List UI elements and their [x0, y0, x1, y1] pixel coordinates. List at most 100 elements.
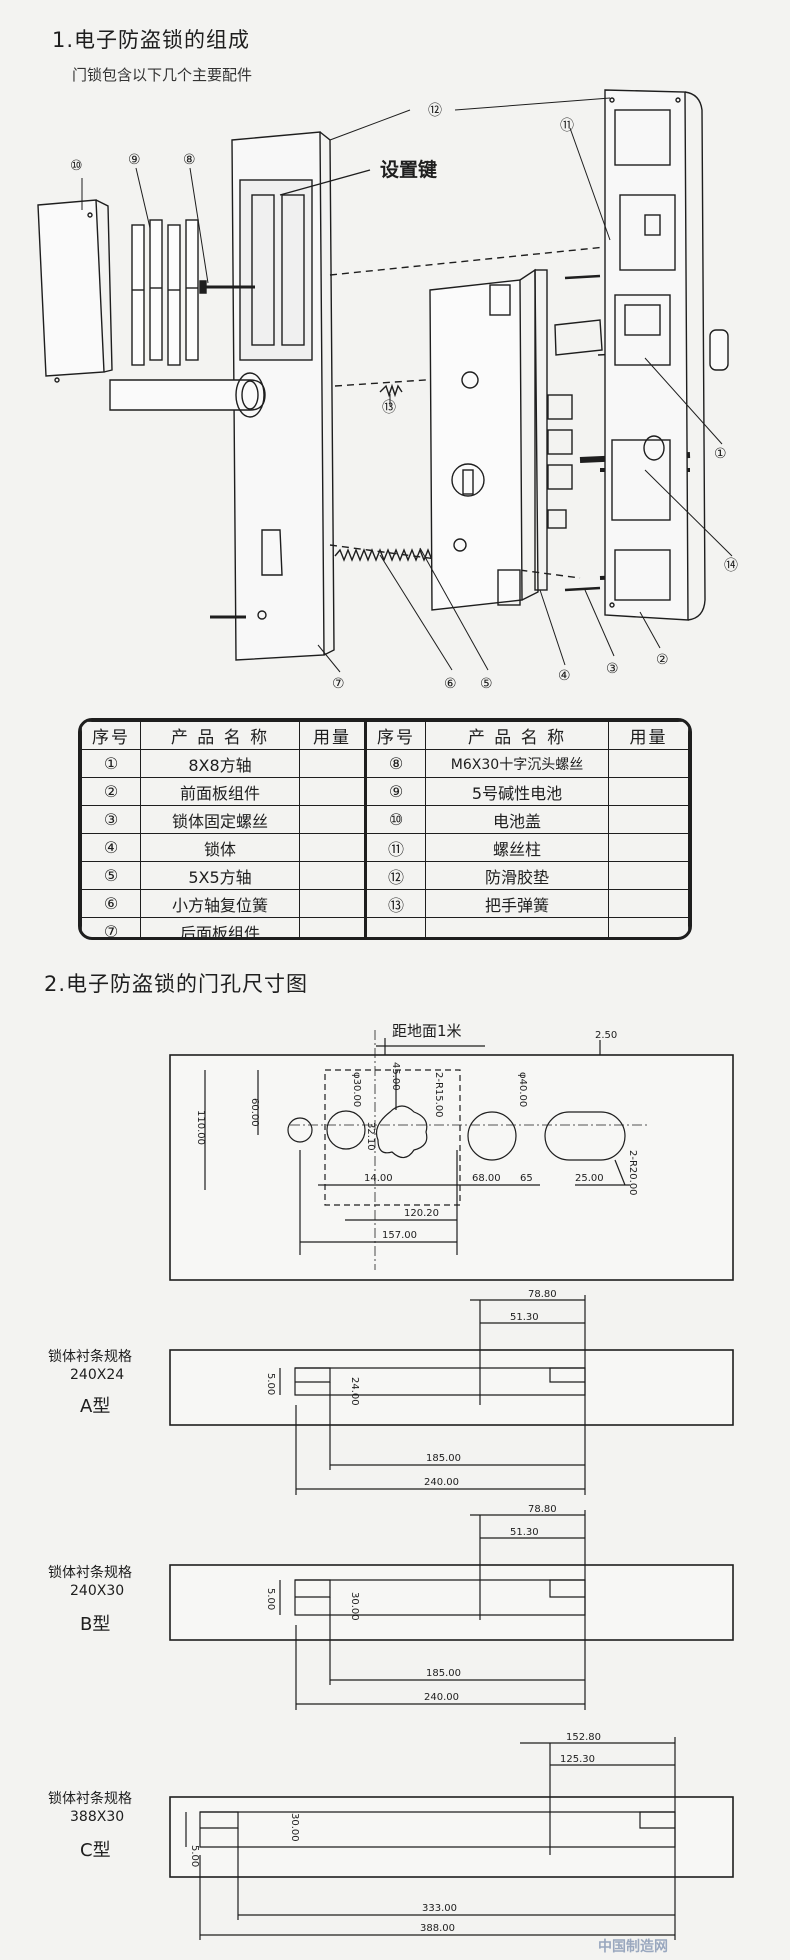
strip-b-dim-small: 5.00	[265, 1588, 276, 1610]
table-row: ② 前面板组件 ⑨ 5号碱性电池	[81, 777, 689, 806]
col-header-name: 产 品 名 称	[140, 721, 300, 750]
strip-b-dim-inner: 185.00	[426, 1668, 461, 1679]
dim-60: 60.00	[249, 1098, 260, 1127]
strip-c-dim-mid: 125.30	[560, 1754, 595, 1765]
dim-157: 157.00	[382, 1230, 417, 1241]
strip-a-dim-mid: 51.30	[510, 1312, 539, 1323]
strip-b-dim-mid: 51.30	[510, 1527, 539, 1538]
table-row: ⑤ 5X5方轴 ⑫ 防滑胶垫	[81, 861, 689, 890]
back-panel	[109, 131, 335, 661]
cell-name: 8X8方轴	[140, 749, 300, 778]
cell-name: 锁体固定螺丝	[140, 805, 300, 834]
cell-index: ⑤	[81, 861, 141, 890]
strip-c-spec-label: 锁体衬条规格 388X30	[48, 1790, 132, 1826]
cell-name: 把手弹簧	[425, 889, 609, 918]
dim-32-10: 32.10	[365, 1122, 376, 1151]
table-row: ⑦ 后面板组件	[81, 917, 689, 937]
strip-a-type: A型	[80, 1396, 111, 1417]
cell-qty	[608, 833, 689, 862]
cell-index: ⑨	[365, 777, 426, 806]
dim-14: 14.00	[364, 1173, 393, 1184]
col-header-index: 序号	[81, 721, 141, 750]
cell-qty	[608, 805, 689, 834]
strip-c-dim-inner: 333.00	[422, 1903, 457, 1914]
cell-index: ④	[81, 833, 141, 862]
cell-qty	[608, 917, 689, 937]
cell-qty	[299, 861, 367, 890]
callout-13: ⑬	[382, 400, 396, 416]
screw-8	[199, 280, 255, 294]
cell-name: 5号碱性电池	[425, 777, 609, 806]
dim-68: 68.00	[472, 1173, 501, 1184]
distance-from-ground-label: 距地面1米	[392, 1022, 462, 1040]
strip-b-dim-top: 78.80	[528, 1504, 557, 1515]
dim-r15: 2-R15.00	[433, 1072, 444, 1118]
cell-qty	[299, 749, 367, 778]
callout-7: ⑦	[332, 676, 345, 692]
cell-qty	[299, 833, 367, 862]
callout-5: ⑤	[480, 676, 493, 692]
exploded-lock-diagram: ⑩ ⑨ ⑧ ⑫ ⑪ ⑬ ⑦ ⑥ ⑤ ④ ③ ② ① ⑭	[37, 89, 738, 692]
cell-index: ⑧	[365, 749, 426, 778]
strip-b-spec-title: 锁体衬条规格	[48, 1565, 132, 1581]
strip-b-type: B型	[80, 1614, 111, 1635]
table-row: ④ 锁体 ⑪ 螺丝柱	[81, 833, 689, 862]
hole-40	[467, 1111, 517, 1161]
dim-65: 65	[520, 1173, 533, 1184]
cell-name: 前面板组件	[140, 777, 300, 806]
strip-a-dim-total: 240.00	[424, 1477, 459, 1488]
callout-1: ①	[714, 446, 727, 462]
dim-45: 45.00	[390, 1062, 401, 1091]
cell-name	[425, 917, 609, 937]
cell-qty	[299, 889, 367, 918]
watermark-text: 中国制造网	[598, 1939, 668, 1955]
cell-index: ②	[81, 777, 141, 806]
dim-r20: 2-R20.00	[627, 1150, 638, 1196]
cell-name: 后面板组件	[140, 917, 300, 937]
strip-a-dim-small: 5.00	[265, 1373, 276, 1395]
cell-name: 螺丝柱	[425, 833, 609, 862]
strip-b-spec-label: 锁体衬条规格 240X30	[48, 1564, 132, 1600]
table-header-row: 序号 产 品 名 称 用量 序号 产 品 名 称 用量	[81, 721, 689, 750]
cell-name: 防滑胶垫	[425, 861, 609, 890]
cell-name: 小方轴复位簧	[140, 889, 300, 918]
hole-30	[326, 1110, 366, 1150]
strip-a-spec-label: 锁体衬条规格 240X24	[48, 1348, 132, 1384]
section-title-door-holes: 2.电子防盗锁的门孔尺寸图	[44, 972, 309, 996]
strip-c-dim-total: 388.00	[420, 1923, 455, 1934]
col-header-name: 产 品 名 称	[425, 721, 609, 750]
col-header-index: 序号	[365, 721, 426, 750]
strip-b-dim-total: 240.00	[424, 1692, 459, 1703]
col-header-qty: 用量	[608, 721, 689, 750]
cell-qty	[608, 777, 689, 806]
batteries	[131, 219, 199, 366]
table-row: ③ 锁体固定螺丝 ⑩ 电池盖	[81, 805, 689, 834]
callout-11: ⑪	[560, 118, 574, 134]
cell-name: 5X5方轴	[140, 861, 300, 890]
strip-c-type: C型	[80, 1840, 111, 1861]
cell-qty	[299, 777, 367, 806]
cell-name: 电池盖	[425, 805, 609, 834]
callout-3: ③	[606, 661, 619, 677]
callout-12: ⑫	[428, 103, 442, 119]
section-title-composition: 1.电子防盗锁的组成	[52, 28, 251, 52]
strip-a-spec-title: 锁体衬条规格	[48, 1349, 132, 1365]
dim-phi-40: φ40.00	[517, 1072, 528, 1107]
cell-index: ⑪	[365, 833, 426, 862]
strip-c-spec-title: 锁体衬条规格	[48, 1791, 132, 1807]
cell-index: ⑬	[365, 889, 426, 918]
strip-c-dim-top: 152.80	[566, 1732, 601, 1743]
cell-index: ⑦	[81, 917, 141, 937]
cell-index	[365, 917, 426, 937]
callout-9: ⑨	[128, 152, 141, 168]
table-row: ① 8X8方轴 ⑧ M6X30十字沉头螺丝	[81, 749, 689, 778]
cell-index: ⑩	[365, 805, 426, 834]
strip-c-spec-size: 388X30	[70, 1809, 125, 1825]
setting-key-label: 设置键	[380, 159, 438, 181]
cell-qty	[299, 917, 367, 937]
cell-qty	[608, 749, 689, 778]
strip-b-spec-size: 240X30	[70, 1583, 125, 1599]
callout-14: ⑭	[724, 558, 738, 574]
callout-8: ⑧	[183, 152, 196, 168]
cell-index: ⑥	[81, 889, 141, 918]
